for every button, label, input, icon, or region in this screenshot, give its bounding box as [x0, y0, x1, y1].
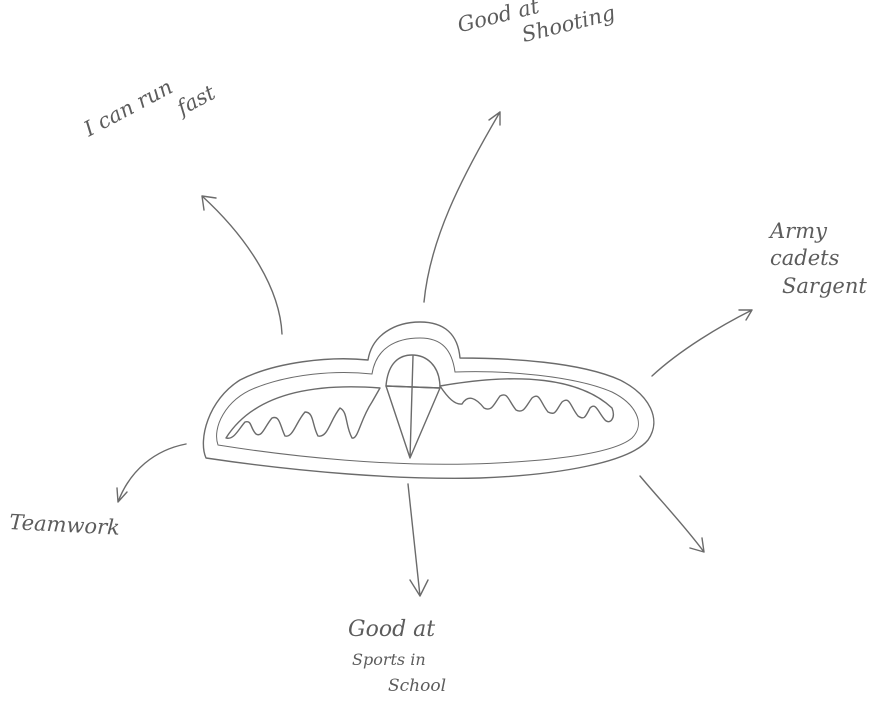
arrow-to-shooting	[424, 112, 500, 302]
parachute-wings-emblem	[203, 322, 653, 478]
label-good-at-sports-in-school: Good at Sports in School	[348, 612, 446, 700]
arrow-to-sports	[408, 484, 428, 596]
arrow-to-army	[652, 310, 752, 376]
arrow-to-teamwork	[117, 444, 186, 502]
parachute-lines-icon	[386, 356, 440, 458]
label-line: School	[388, 673, 446, 700]
arrow-to-run-fast	[202, 196, 282, 334]
label-line: Army	[770, 218, 867, 245]
label-line: Good at	[348, 612, 446, 647]
label-line: Sargent	[782, 273, 867, 300]
label-line: Sports in	[352, 647, 446, 673]
label-army-cadets-sargent: Army cadets Sargent	[770, 218, 867, 300]
right-wing-icon	[440, 379, 613, 422]
label-line: cadets	[770, 245, 867, 272]
arrow-unlabeled	[640, 476, 704, 552]
left-wing-icon	[226, 387, 380, 438]
emblem-inner-outline	[217, 338, 639, 464]
